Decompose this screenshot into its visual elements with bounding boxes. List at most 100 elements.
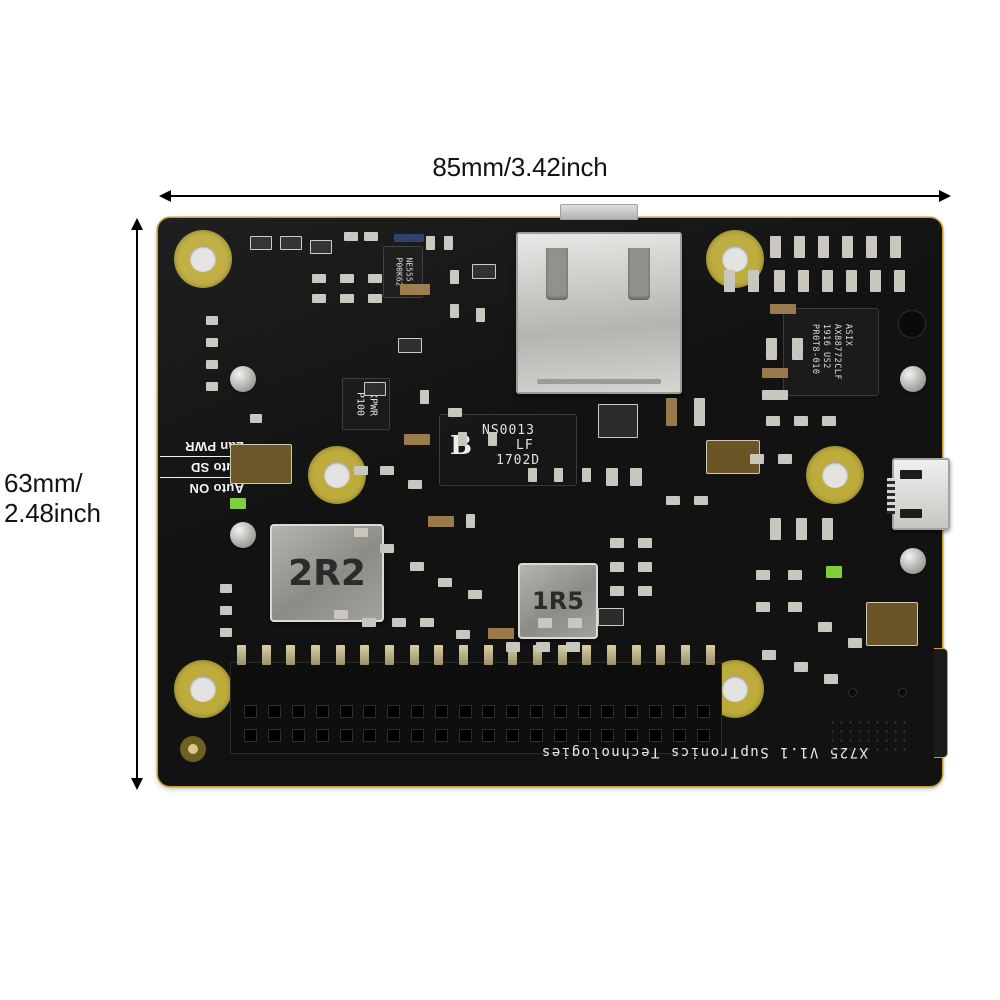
smd-part (536, 642, 550, 652)
smd-part (456, 630, 470, 639)
smd-part (638, 538, 652, 548)
smd-part (870, 270, 881, 292)
smd-part (340, 274, 354, 283)
mount-hole-top-left (174, 230, 232, 288)
width-dimension-label: 85mm/3.42inch (432, 152, 608, 182)
smd-part (458, 432, 467, 446)
smd-part (410, 562, 424, 571)
smd-part (610, 538, 624, 548)
smd-part (488, 432, 497, 446)
smd-part (748, 270, 759, 292)
smd-part (774, 270, 785, 292)
smd-part (598, 404, 638, 438)
smd-part (770, 304, 796, 314)
height-dimension-arrow (131, 218, 143, 790)
smd-part (368, 274, 382, 283)
smd-part (220, 606, 232, 615)
smd-part (610, 586, 624, 596)
smd-part (566, 642, 580, 652)
smd-part (488, 628, 514, 639)
ne555-marking-text: NE555 P00K62 (394, 257, 414, 287)
smd-part (448, 408, 462, 417)
height-dimension-label: 63mm/ 2.48inch (4, 468, 101, 529)
smd-part (762, 650, 776, 660)
smd-part (824, 674, 838, 684)
smd-part (220, 628, 232, 637)
smd-part (794, 236, 805, 258)
smd-part (354, 528, 368, 537)
smd-part (788, 602, 802, 612)
smd-part (538, 618, 552, 628)
smd-part (444, 236, 453, 250)
usb-shield-tab (560, 204, 638, 220)
micro-usb-connector[interactable] (887, 458, 950, 530)
asix-pins-top (790, 308, 873, 309)
xpwr-pins-left (342, 382, 343, 426)
gpio-header-40pin[interactable] (230, 645, 722, 754)
smd-part (818, 622, 832, 632)
smd-part (472, 264, 496, 279)
smd-part (312, 294, 326, 303)
capacitor-tantalum-right (866, 602, 918, 646)
smd-part (438, 578, 452, 587)
smd-part (206, 360, 218, 369)
micro-usb-tab-top (900, 470, 922, 479)
smd-part (476, 308, 485, 322)
smd-part (762, 368, 788, 378)
smd-part (794, 416, 808, 426)
smd-part (468, 590, 482, 599)
asix-pins-left (783, 314, 784, 390)
smd-part (822, 270, 833, 292)
usb-a-connector[interactable] (516, 232, 682, 394)
smd-part (364, 232, 378, 241)
inductor-1r5: 1R5 (518, 563, 598, 639)
smd-part (792, 338, 803, 360)
mount-hole-middle-left (308, 446, 366, 504)
test-point-a (848, 688, 857, 697)
micro-usb-tab-bottom (900, 509, 922, 518)
test-point-b (898, 688, 907, 697)
smd-part (750, 454, 764, 464)
mount-hole-middle-right (806, 446, 864, 504)
smd-part (206, 338, 218, 347)
smd-part (794, 662, 808, 672)
smd-part (404, 434, 430, 445)
smd-part (788, 570, 802, 580)
smd-part (250, 414, 262, 423)
board-edge-step (934, 648, 948, 758)
smd-part (428, 516, 454, 527)
smd-part (392, 618, 406, 627)
smd-part (694, 398, 705, 426)
mount-hole-top-right (706, 230, 764, 288)
usb-shield-lip (537, 379, 661, 384)
smd-part (420, 618, 434, 627)
smd-part (380, 466, 394, 475)
smd-part (666, 496, 680, 505)
smd-part (364, 382, 386, 396)
smd-part (598, 608, 624, 626)
smd-part (666, 398, 677, 426)
gpio-socket-holes (239, 699, 715, 747)
smd-part (280, 236, 302, 250)
smd-part (582, 468, 591, 482)
screw-left-lower (230, 522, 256, 548)
smd-part (250, 236, 272, 250)
smd-part (426, 236, 435, 250)
smd-part (798, 270, 809, 292)
smd-part (554, 468, 563, 482)
smd-part (310, 240, 332, 254)
smd-part (506, 642, 520, 652)
usb-slot-left (546, 248, 568, 300)
screw-right-upper (900, 366, 926, 392)
smd-part (408, 480, 422, 489)
ic-line3: 1702D (496, 452, 541, 468)
smd-part (796, 518, 807, 540)
smd-part (818, 236, 829, 258)
smd-part (724, 270, 735, 292)
smd-part (340, 294, 354, 303)
smd-part (334, 610, 348, 619)
smd-part (756, 602, 770, 612)
screw-right-lower (900, 548, 926, 574)
